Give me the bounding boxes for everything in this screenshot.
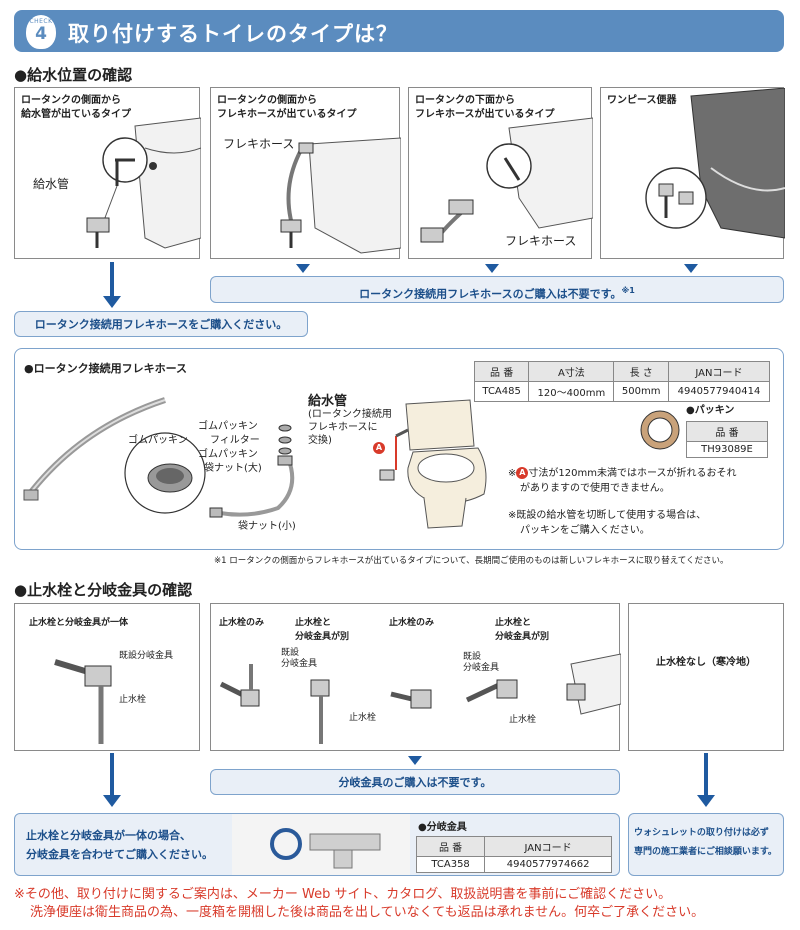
table-cell: 500mm	[613, 381, 669, 402]
label-stop-valve: 止水栓	[349, 713, 377, 723]
col-header: JANコード	[484, 836, 612, 857]
panel-caption: 止水栓と分岐金具が一体	[29, 618, 129, 628]
col-header: A寸法	[528, 361, 615, 382]
hose-spec-table: 品 番 A寸法 長 さ JANコード TCA485 120〜400mm 500m…	[473, 361, 771, 402]
part-label-filter: フィルター	[210, 435, 260, 446]
arrow-down-icon	[296, 264, 310, 273]
footnote-1: ※1 ロータンクの側面からフレキホースが出ているタイプについて、長期間ご使用のも…	[214, 556, 729, 566]
packing-title: ●パッキン	[686, 405, 735, 416]
table-cell: TCA358	[415, 856, 486, 873]
panel-caption: ロータンクの下面から フレキホースが出ているタイプ	[415, 95, 555, 120]
table-cell: TH93089E	[686, 441, 768, 458]
col-header: 品 番	[415, 836, 486, 857]
table-cell: 4940577974662	[484, 856, 612, 873]
part-label-nut-large: 袋ナット(大)	[204, 463, 262, 474]
badge-number: 4	[35, 24, 47, 44]
label-existing-branch: 既設 分岐金具	[281, 648, 318, 669]
result-text: ロータンク接続用フレキホースのご購入は不要です。	[359, 287, 622, 301]
hose-panel-title: ●ロータンク接続用フレキホース	[24, 362, 188, 375]
arrow-down-icon	[697, 795, 715, 807]
col-header: 長 さ	[613, 361, 669, 382]
badge-label: CHECK	[29, 18, 53, 25]
result-buy-branch: 止水栓と分岐金具が一体の場合、 分岐金具を合わせてご購入ください。	[26, 829, 213, 861]
panel-side-pipe: ロータンクの側面から 給水管が出ているタイプ 給水管	[14, 87, 201, 259]
zoom-label-gasket: ゴムパッキン	[128, 435, 188, 446]
panel-side-hose: ロータンクの側面から フレキホースが出ているタイプ フレキホース	[210, 87, 401, 259]
col-header: 品 番	[686, 421, 768, 442]
panel-valve-integrated: 止水栓と分岐金具が一体 既設分岐金具 止水栓	[14, 603, 200, 751]
packing-table: 品 番 TH93089E	[686, 421, 768, 458]
footnote-mark: ※1	[621, 286, 635, 295]
arrow-down-icon	[103, 795, 121, 807]
panel-one-piece: ワンピース便器	[600, 87, 785, 259]
footer-note-2: 洗浄便座は衛生商品の為、一度箱を開梱した後は商品を出していなくても返品は承れませ…	[30, 905, 705, 920]
result-contact-installer: ウォシュレットの取り付けは必ず 専門の施工業者にご相談願います。	[634, 828, 777, 857]
panel-valve-types: 止水栓のみ 止水栓と 分岐金具が別 止水栓のみ 止水栓と 分岐金具が別 既設 分…	[210, 603, 621, 751]
label-existing-branch: 既設 分岐金具	[463, 652, 500, 673]
arrow-down-icon	[408, 756, 422, 765]
panel-caption: 止水栓と 分岐金具が別	[495, 618, 550, 642]
panel-caption: 止水栓なし（寒冷地）	[656, 657, 756, 668]
result-contact-installer-box	[628, 813, 784, 876]
arrow-down-icon	[684, 264, 698, 273]
arrow-stem	[704, 753, 708, 795]
result-no-branch-needed: 分岐金具のご購入は不要です。	[210, 769, 620, 795]
integrated-valve-illustration	[54, 659, 112, 744]
pipe-subtitle: (ロータンク接続用 フレキホースに 交換)	[308, 409, 392, 446]
bottom-hose-illustration	[420, 117, 593, 243]
col-header: 品 番	[473, 361, 530, 382]
callout-water-pipe: 給水管	[33, 177, 70, 191]
panel-bottom-hose: ロータンクの下面から フレキホースが出ているタイプ フレキホース	[408, 87, 593, 259]
branch-fitting-illustration	[270, 828, 381, 869]
section-title-valve: ●止水栓と分岐金具の確認	[14, 581, 193, 599]
table-cell: TCA485	[473, 381, 530, 402]
one-piece-illustration	[645, 88, 785, 239]
callout-flexible-hose: フレキホース	[505, 234, 577, 248]
part-label-nut-small: 袋ナット(小)	[238, 521, 296, 532]
flexible-hose-illustration	[23, 397, 295, 518]
panel-caption: ロータンクの側面から フレキホースが出ているタイプ	[217, 95, 357, 120]
table-cell: 120〜400mm	[528, 381, 615, 402]
header-bar	[14, 10, 784, 52]
note-cut-pipe: ※既設の給水管を切断して使用する場合は、 パッキンをご購入ください。	[508, 510, 707, 536]
label-stop-valve: 止水栓	[509, 715, 537, 725]
arrow-stem	[110, 753, 114, 795]
branch-spec-table: 品 番 JANコード TCA358 4940577974662	[415, 836, 612, 873]
panel-caption: 止水栓と 分岐金具が別	[295, 618, 350, 642]
result-buy-hose: ロータンク接続用フレキホースをご購入ください。	[14, 311, 308, 337]
marker-a: A	[373, 436, 385, 455]
col-header: JANコード	[667, 361, 771, 382]
arrow-down-icon	[103, 296, 121, 308]
branch-title: ●分岐金具	[418, 822, 467, 833]
panel-no-valve: 止水栓なし（寒冷地）	[628, 603, 784, 751]
label-stop-valve: 止水栓	[119, 695, 147, 705]
panel-caption: 止水栓のみ	[219, 618, 265, 628]
panel-caption: 止水栓のみ	[389, 618, 435, 628]
arrow-stem	[110, 262, 114, 298]
side-pipe-illustration	[86, 117, 201, 249]
check-badge: CHECK 4	[26, 15, 56, 49]
callout-flexible-hose: フレキホース	[223, 137, 295, 151]
section-title-water-supply: ●給水位置の確認	[14, 66, 133, 84]
arrow-down-icon	[485, 264, 499, 273]
panel-caption: ワンピース便器	[607, 95, 677, 106]
page-title: 取り付けするトイレのタイプは？	[68, 22, 398, 46]
pipe-title: 給水管	[308, 394, 348, 409]
hose-product-panel	[14, 348, 784, 550]
side-hose-illustration	[280, 137, 401, 254]
valve-types-illustration	[219, 653, 621, 744]
panel-caption: ロータンクの側面から 給水管が出ているタイプ	[21, 95, 131, 120]
result-no-hose-needed: ロータンク接続用フレキホースのご購入は不要です。※1	[210, 276, 784, 303]
part-label-gasket: ゴムパッキン	[198, 449, 258, 460]
table-cell: 4940577940414	[667, 381, 771, 402]
packing-ring-illustration	[640, 410, 680, 450]
toilet-tank-illustration	[379, 399, 487, 529]
part-label-gasket: ゴムパッキン	[198, 421, 258, 432]
label-existing-branch: 既設分岐金具	[119, 651, 174, 661]
footer-note-1: ※その他、取り付けに関するご案内は、メーカー Web サイト、カタログ、取扱説明…	[14, 887, 672, 902]
